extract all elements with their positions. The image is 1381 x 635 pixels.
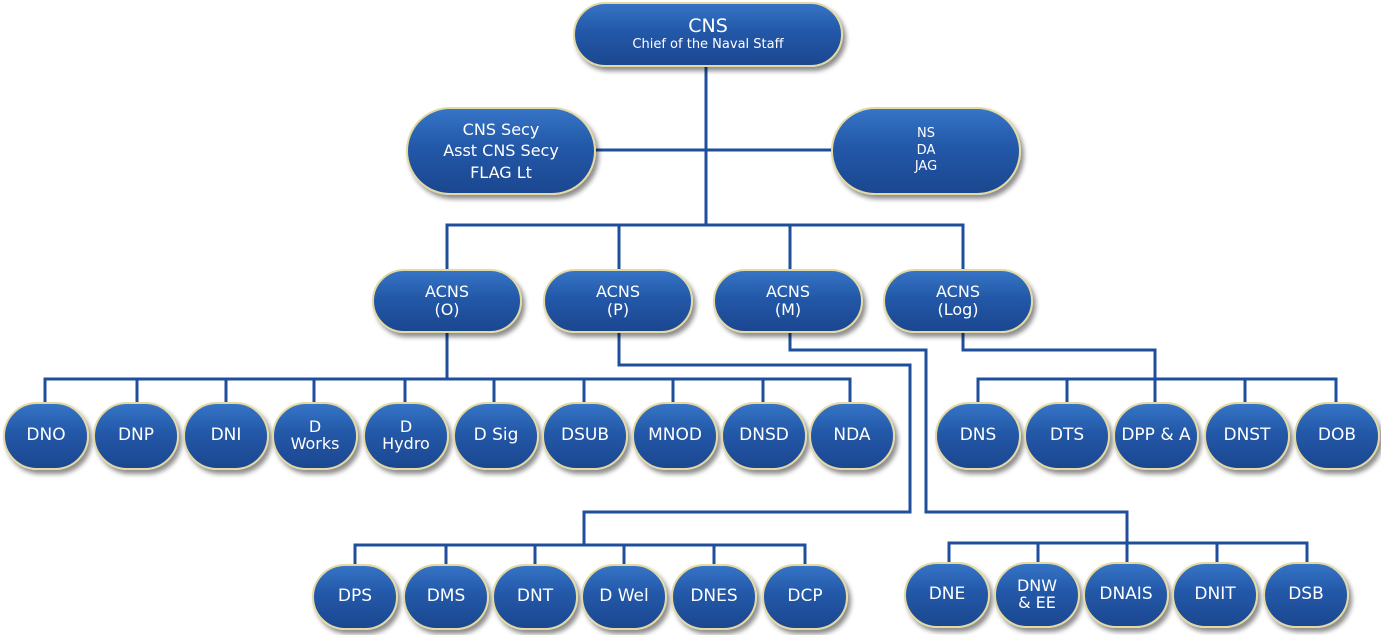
node-ops-d-hydro-line-1: D [399,417,413,437]
node-acns-m-line-1: ACNS [766,282,810,302]
connector-materiel-trunk [788,330,1129,545]
node-mat-dnit-line-1: DNIT [1194,584,1236,605]
node-ops-dni: DNI [183,402,269,470]
node-ops-d-works-line-1: D [308,417,322,437]
node-per-d-wel-line-1: D Wel [599,586,649,607]
node-cns-line-1: CNS [688,15,728,38]
node-acns-p-line-1: ACNS [596,282,640,302]
node-acns-m: ACNS(M) [713,269,863,333]
node-per-dnes: DNES [671,564,757,630]
node-cns-line-2: Chief of the Naval Staff [632,36,784,52]
node-ops-dsub-line-1: DSUB [561,425,609,446]
node-mat-dnit: DNIT [1172,562,1258,628]
node-ns-da-jag-line-2: DA [916,142,936,158]
node-per-dps: DPS [312,564,398,630]
node-ops-dnsd: DNSD [721,402,807,470]
node-log-dts-line-1: DTS [1049,425,1085,446]
node-ops-dnp: DNP [93,402,179,470]
node-per-dms: DMS [403,564,489,630]
node-per-dms-line-1: DMS [426,586,466,607]
node-ops-d-hydro-line-2: Hydro [382,434,430,453]
node-per-dcp-line-1: DCP [787,586,823,607]
connector-log-trunk [961,330,1157,381]
node-ops-nda-line-1: NDA [833,425,871,446]
node-ops-dnp-line-1: DNP [117,425,155,446]
node-ops-dni-line-1: DNI [210,425,242,446]
node-mat-dsb: DSB [1263,562,1349,628]
node-acns-o-line-1: ACNS [425,282,469,302]
node-mat-dsb-line-1: DSB [1288,584,1324,605]
node-mat-dnais-line-1: DNAIS [1099,584,1153,605]
node-ops-nda: NDA [809,402,895,470]
node-mat-dne-line-1: DNE [928,584,966,605]
node-ops-d-sig-line-1: D Sig [473,425,519,446]
node-log-dnst-line-1: DNST [1223,425,1271,446]
node-log-dnst: DNST [1204,402,1290,470]
node-per-d-wel: D Wel [581,564,667,630]
node-ops-dsub: DSUB [542,402,628,470]
node-cns-secretariat-line-2: Asst CNS Secy [443,141,559,161]
node-ns-da-jag-line-3: JAG [914,159,938,175]
node-acns-o-line-2: (O) [434,300,460,319]
node-mat-dnw-ee: DNW& EE [994,562,1080,628]
node-mat-dnw-ee-line-2: & EE [1018,593,1056,612]
connector-personnel-trunk [582,330,912,547]
node-acns-p-line-2: (P) [606,300,630,319]
node-acns-p: ACNS(P) [543,269,693,333]
node-acns-log: ACNS(Log) [883,269,1033,333]
node-per-dnes-line-1: DNES [690,586,738,607]
node-acns-o: ACNS(O) [372,269,522,333]
node-log-dpp-a-line-1: DPP & A [1121,425,1191,446]
node-ops-d-sig: D Sig [453,402,539,470]
node-ops-dnsd-line-1: DNSD [739,425,789,446]
node-log-dob-line-1: DOB [1317,425,1357,446]
node-mat-dnais: DNAIS [1083,562,1169,628]
node-cns-secretariat-line-3: FLAG Lt [470,162,532,182]
node-acns-log-line-1: ACNS [936,282,980,302]
node-log-dns: DNS [935,402,1021,470]
node-per-dps-line-1: DPS [337,586,373,607]
node-mat-dnw-ee-line-1: DNW [1016,576,1058,596]
node-ops-d-works-line-2: Works [290,434,340,453]
node-ops-dno: DNO [3,402,89,470]
node-per-dcp: DCP [762,564,848,630]
node-acns-log-line-2: (Log) [937,300,979,319]
node-log-dts: DTS [1024,402,1110,470]
node-acns-m-line-2: (M) [774,300,802,319]
node-per-dnt-line-1: DNT [516,586,554,607]
node-ops-mnod: MNOD [632,402,718,470]
node-per-dnt: DNT [492,564,578,630]
node-log-dns-line-1: DNS [959,425,997,446]
node-ops-dno-line-1: DNO [26,425,66,446]
node-mat-dne: DNE [904,562,990,628]
node-cns-secretariat-line-1: CNS Secy [462,119,540,139]
node-log-dob: DOB [1294,402,1380,470]
node-ns-da-jag-line-1: NS [917,125,935,141]
node-ops-mnod-line-1: MNOD [648,425,702,446]
node-log-dpp-a: DPP & A [1113,402,1199,470]
